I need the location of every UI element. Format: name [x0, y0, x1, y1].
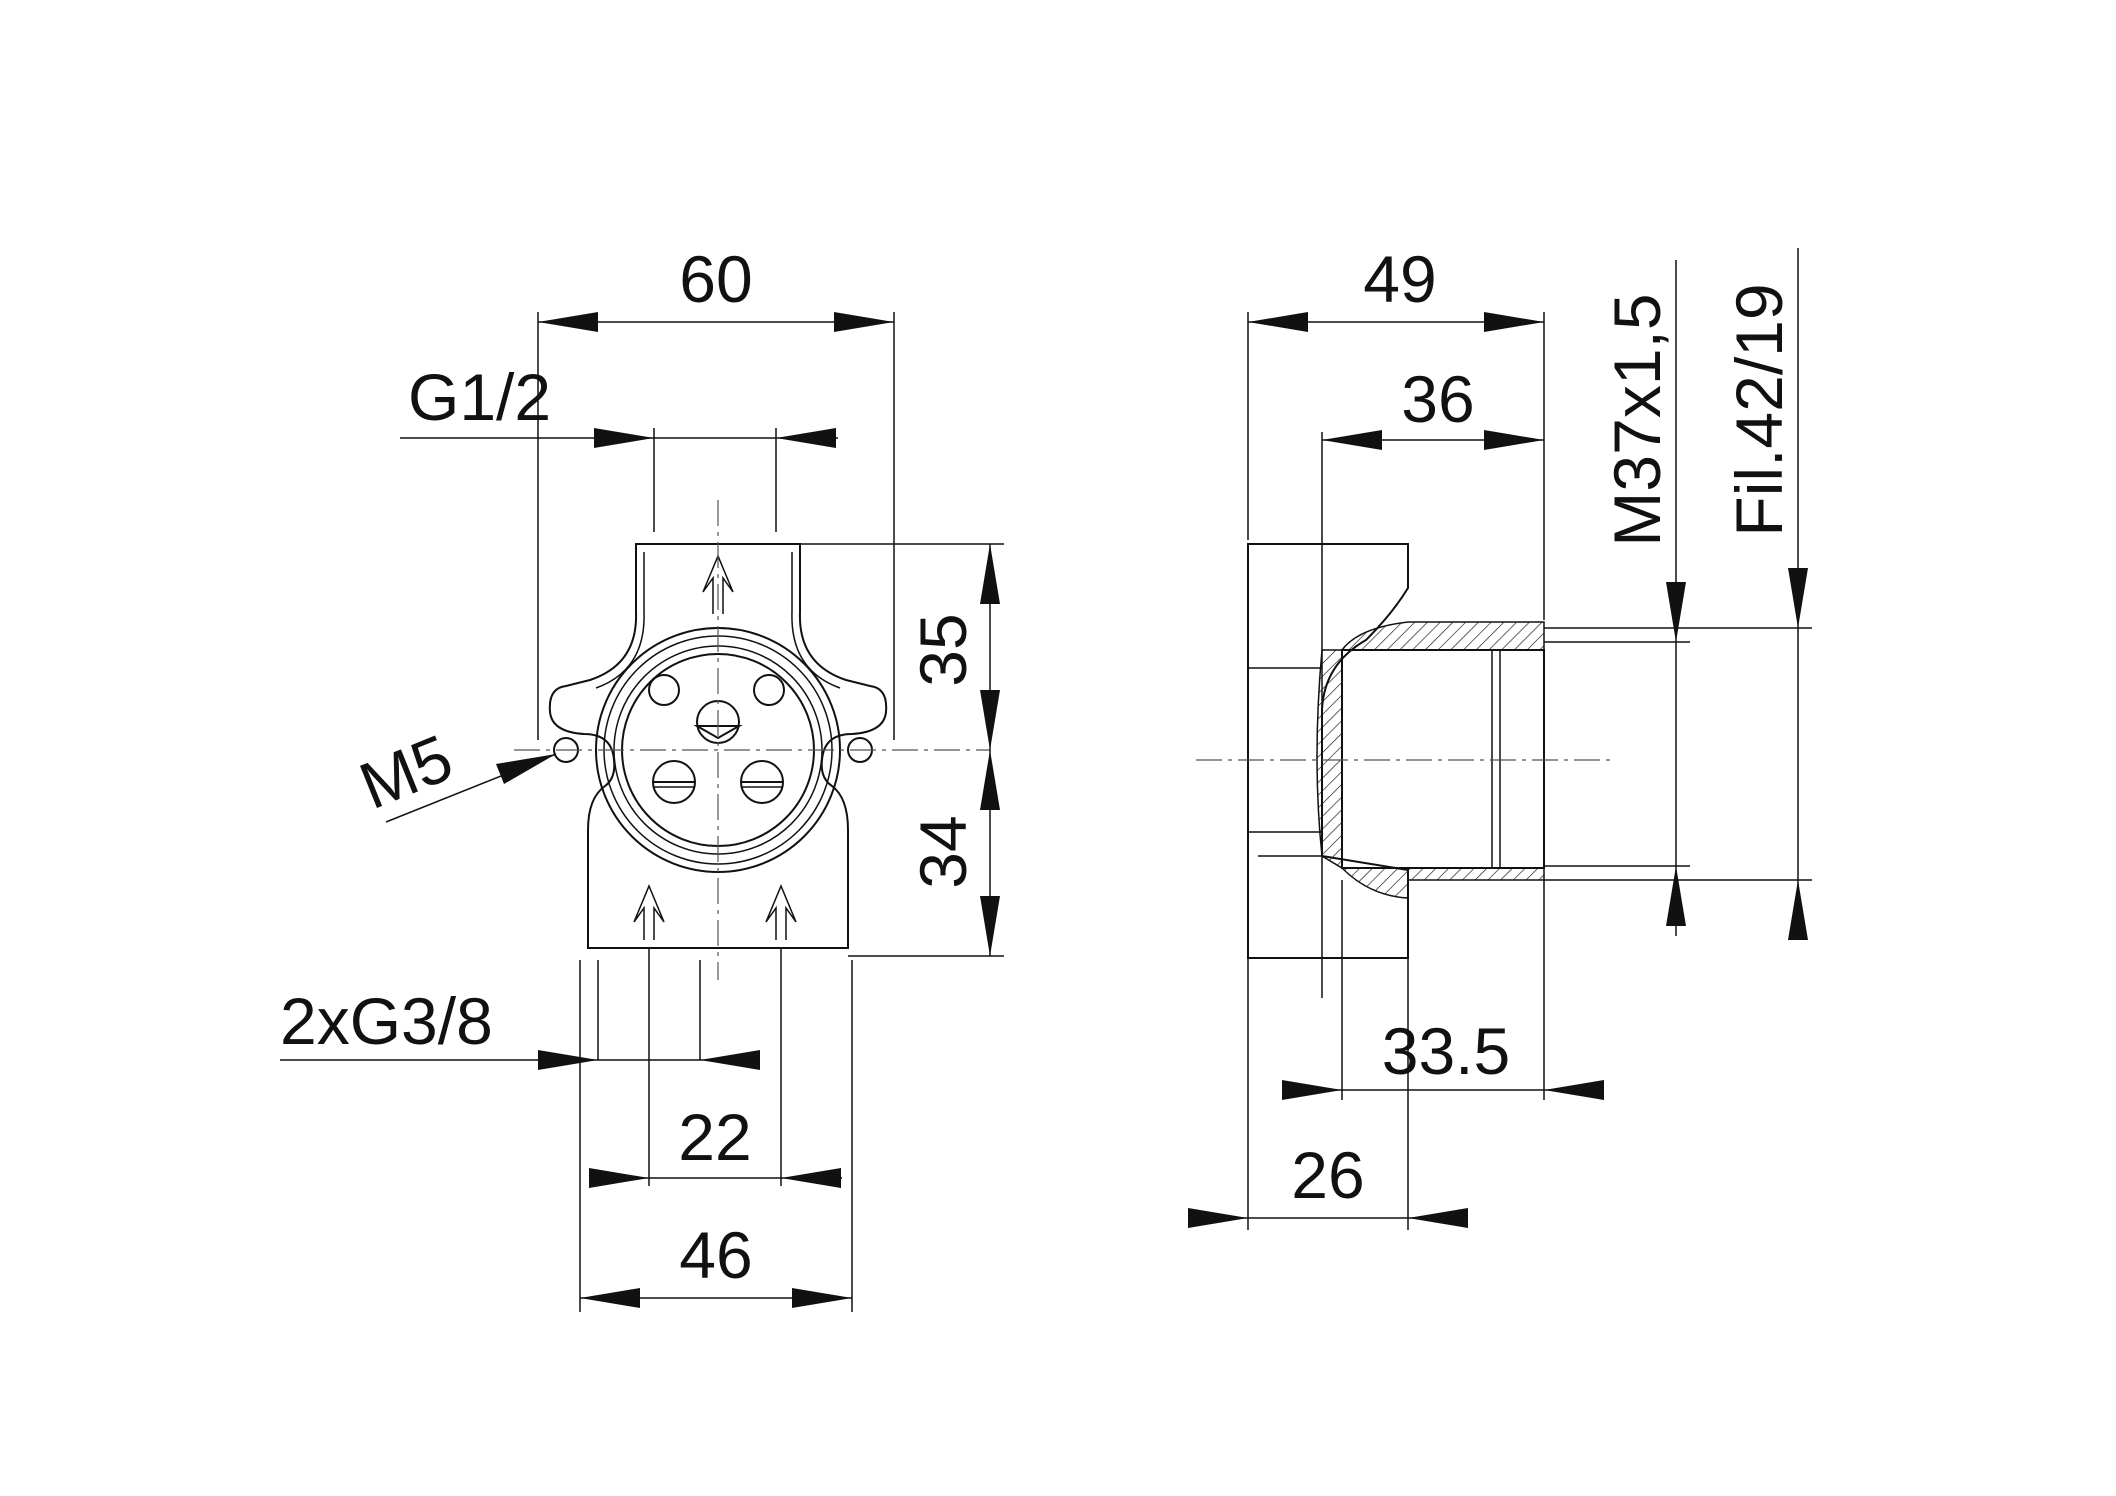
dim-thread-fil: Fil.42/19 — [1720, 248, 1812, 940]
dim-body-depth-label: 26 — [1291, 1138, 1364, 1212]
plug-left — [652, 760, 696, 804]
side-view — [1196, 540, 1720, 998]
dim-mount-thread-label: M5 — [350, 720, 463, 823]
dim-base-width-label: 46 — [679, 1218, 752, 1292]
dim-height: 35 34 — [800, 543, 1004, 957]
dim-inlet-bottom: 2xG3/8 — [280, 960, 760, 1070]
front-view — [514, 500, 990, 980]
dim-height-lower-label: 34 — [906, 815, 980, 888]
dim-depth-to-thread-label: 36 — [1401, 362, 1474, 436]
front-body-inner — [595, 552, 841, 689]
dim-base-width: 46 — [579, 960, 853, 1312]
dim-inlet-spacing-label: 22 — [678, 1100, 751, 1174]
front-body-outline — [548, 543, 888, 949]
side-thread-top-hatch — [1340, 621, 1545, 651]
plug-right — [740, 760, 784, 804]
dim-depth-total-label: 49 — [1363, 242, 1436, 316]
dim-width-total-label: 60 — [679, 242, 752, 316]
dim-mount-thread: M5 — [350, 720, 557, 823]
flow-arrow-up-right — [765, 884, 797, 940]
dim-inlet-top-label: G1/2 — [408, 360, 551, 434]
dim-thread-fil-label: Fil.42/19 — [1722, 283, 1796, 536]
dim-thread-length: 33.5 — [1282, 880, 1604, 1100]
side-sleeve-outline — [1341, 649, 1545, 869]
flow-arrow-up-left — [633, 884, 665, 940]
small-hole-left — [648, 674, 680, 706]
dim-inlet-bottom-label: 2xG3/8 — [280, 984, 493, 1058]
dim-thread-outer-label: M37x1,5 — [1600, 293, 1674, 546]
dim-thread-outer: M37x1,5 — [1600, 260, 1686, 936]
side-thread-bottom-hatch — [1340, 867, 1545, 899]
side-wall-hatch — [1316, 649, 1343, 870]
dim-width-total: 60 — [537, 242, 895, 740]
dim-body-depth: 26 — [1188, 958, 1468, 1230]
dim-inlet-top: G1/2 — [400, 360, 838, 532]
small-hole-right — [753, 674, 785, 706]
dim-depth-total: 49 — [1247, 242, 1545, 620]
dim-height-upper-label: 35 — [906, 613, 980, 686]
dim-depth-to-thread: 36 — [1321, 362, 1544, 540]
dim-thread-length-label: 33.5 — [1382, 1014, 1510, 1088]
dim-inlet-spacing: 22 — [589, 948, 842, 1188]
